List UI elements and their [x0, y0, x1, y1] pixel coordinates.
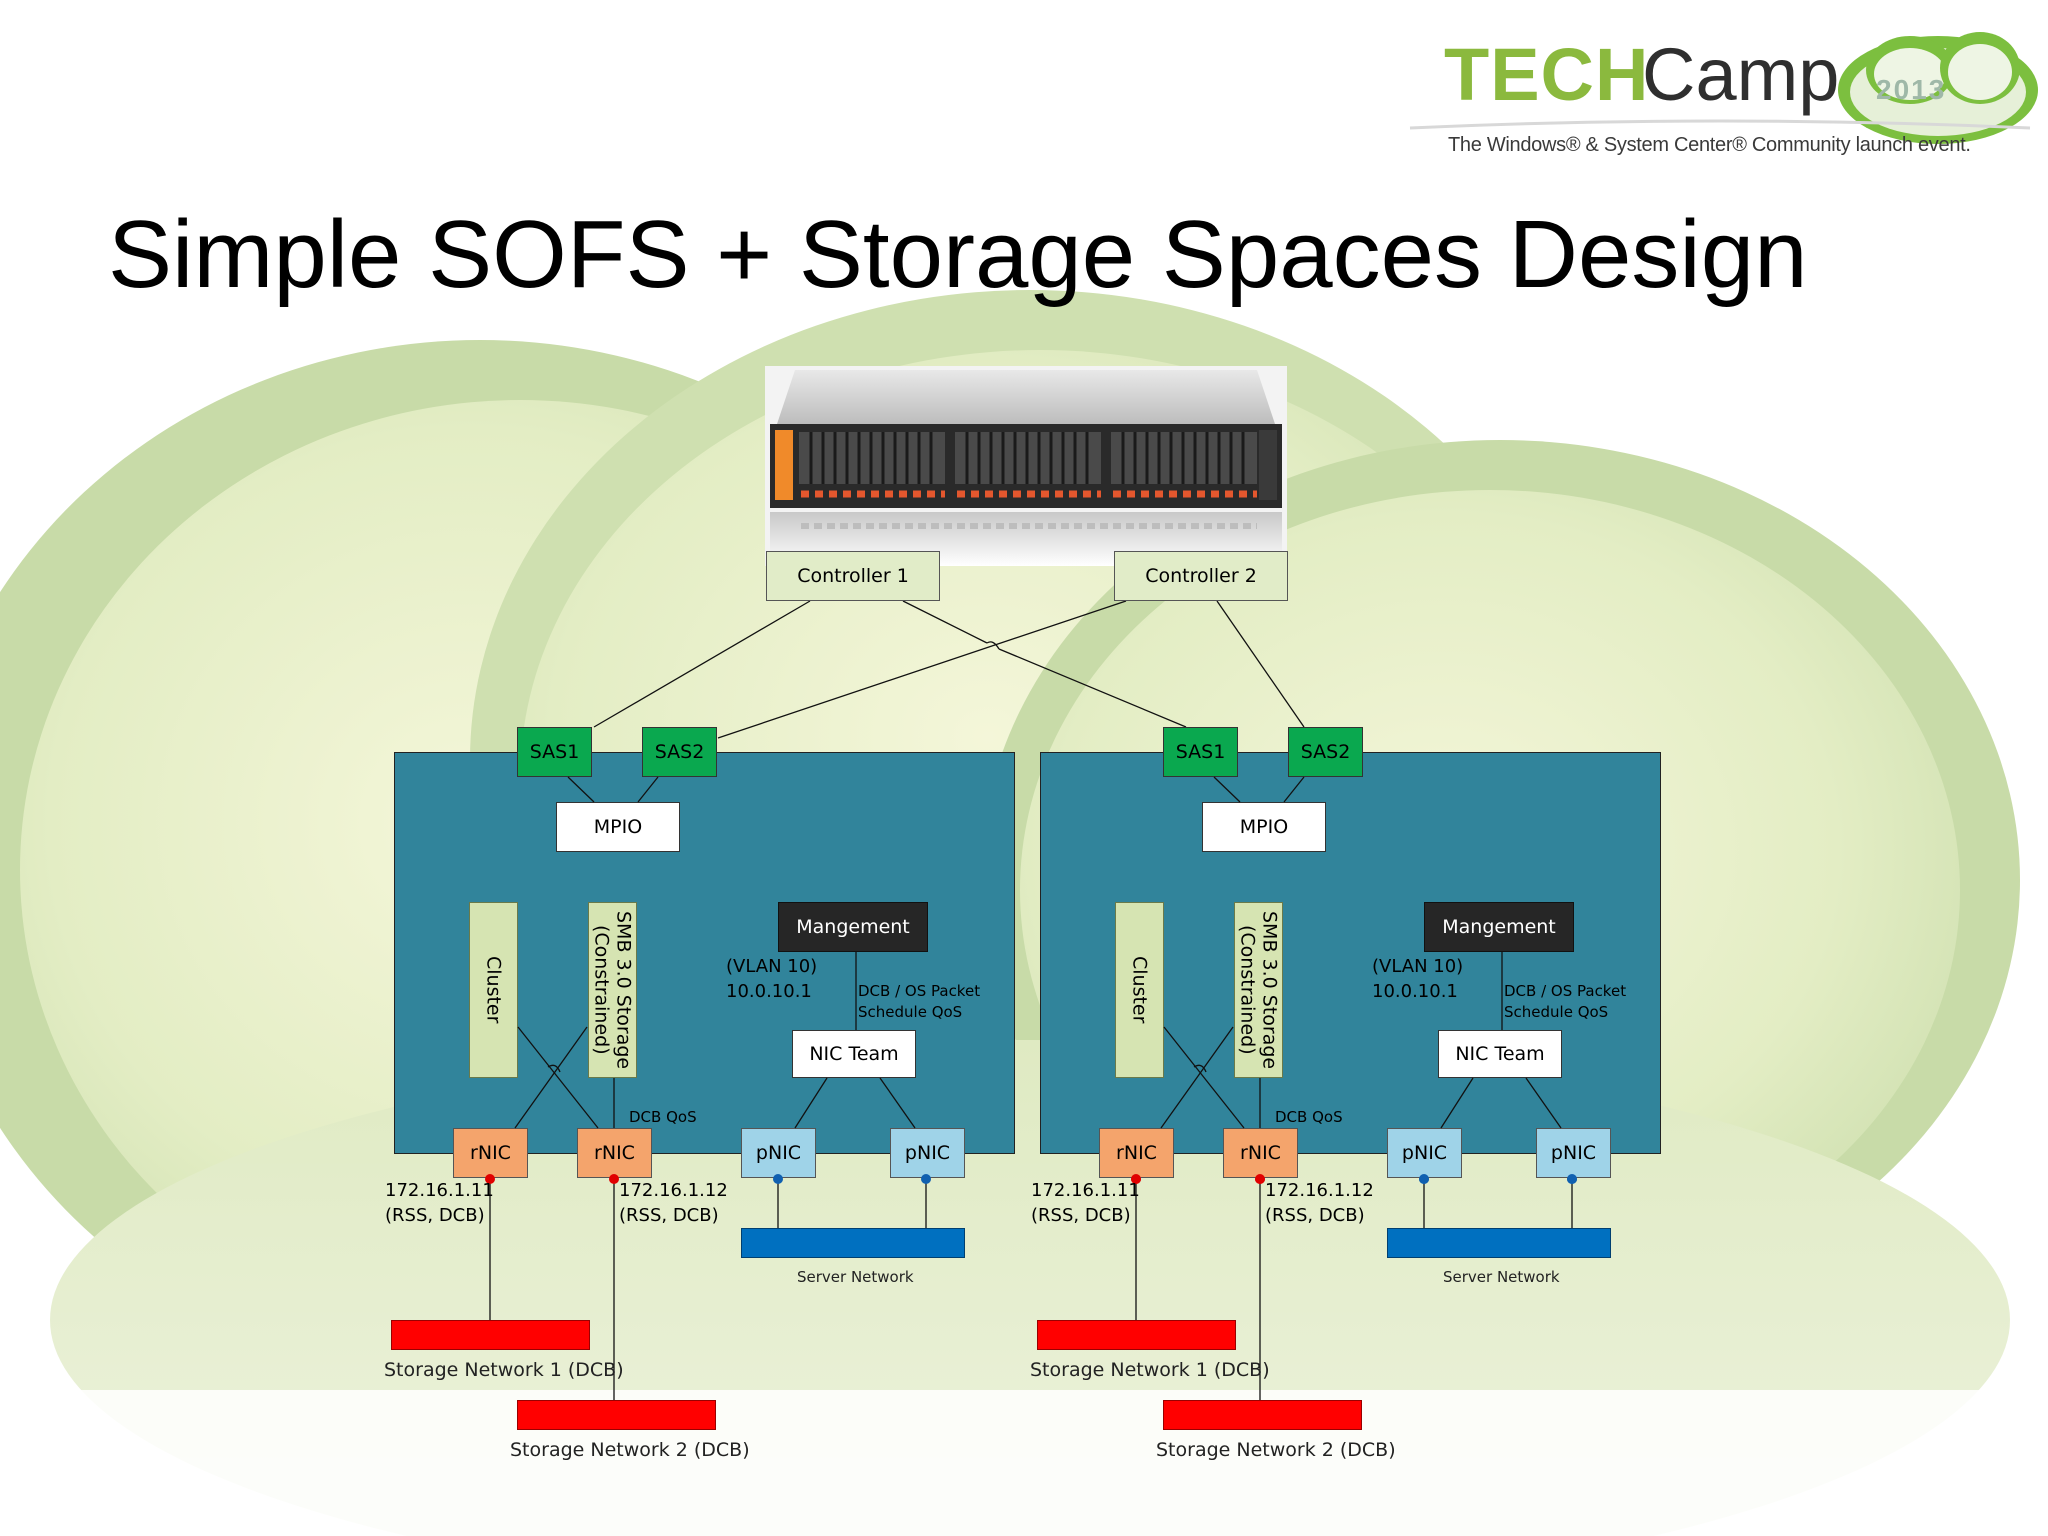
logo-year: 2013	[1876, 74, 1947, 105]
host-1-smb-storage: SMB 3.0 Storage (Constrained)	[588, 902, 637, 1078]
host-1-mpio: MPIO	[556, 802, 680, 852]
host-1-server-network-label: Server Network	[797, 1268, 914, 1286]
host-2-cluster: Cluster	[1115, 902, 1164, 1078]
host-1-rnic-2: rNIC	[577, 1128, 652, 1178]
host-1-management: Mangement	[778, 902, 928, 952]
host-1-storage-network-2-bar	[517, 1400, 716, 1430]
host-1-dcb-os-qos: DCB / OS Packet Schedule QoS	[858, 982, 981, 1021]
host-1-nic-team: NIC Team	[792, 1030, 916, 1078]
controller-1: Controller 1	[766, 551, 940, 601]
host-2-rnic-1-address: 172.16.1.11 (RSS, DCB)	[1031, 1180, 1140, 1226]
host-2-sas1: SAS1	[1163, 727, 1238, 777]
host-1-dcb-qos: DCB QoS	[629, 1108, 697, 1126]
host-2-storage-network-1-label: Storage Network 1 (DCB)	[1030, 1359, 1270, 1381]
host-2-pnic-1: pNIC	[1387, 1128, 1462, 1178]
host-1-cluster: Cluster	[469, 902, 518, 1078]
controller-2: Controller 2	[1114, 551, 1288, 601]
host-2-nic-team: NIC Team	[1438, 1030, 1562, 1078]
host-2-mgmt-vlan: (VLAN 10) 10.0.10.1	[1372, 956, 1464, 1002]
host-1-pnic-1: pNIC	[741, 1128, 816, 1178]
host-2-dcb-qos: DCB QoS	[1275, 1108, 1343, 1126]
logo-tagline: The Windows® & System Center® Community …	[1448, 134, 1971, 156]
host-2-dcb-os-qos: DCB / OS Packet Schedule QoS	[1504, 982, 1627, 1021]
host-1-rnic-2-address: 172.16.1.12 (RSS, DCB)	[619, 1180, 728, 1226]
host-2-server-network-bar	[1387, 1228, 1611, 1258]
logo-cloud-icon	[1409, 32, 2038, 144]
host-1-sas2: SAS2	[642, 727, 717, 777]
host-2-sas2: SAS2	[1288, 727, 1363, 777]
host-1-rnic-1: rNIC	[453, 1128, 528, 1178]
host-2-rnic-2-address: 172.16.1.12 (RSS, DCB)	[1265, 1180, 1374, 1226]
host-2-storage-network-2-label: Storage Network 2 (DCB)	[1156, 1439, 1396, 1461]
host-2-management: Mangement	[1424, 902, 1574, 952]
host-2-storage-network-1-bar	[1037, 1320, 1236, 1350]
logo-camp-text: Camp	[1642, 33, 1840, 116]
host-1-server-network-bar	[741, 1228, 965, 1258]
host-1-storage-network-1-bar	[391, 1320, 590, 1350]
host-1-storage-network-2-label: Storage Network 2 (DCB)	[510, 1439, 750, 1461]
host-2-smb-storage: SMB 3.0 Storage (Constrained)	[1234, 902, 1283, 1078]
host-2-rnic-2: rNIC	[1223, 1128, 1298, 1178]
host-1-rnic-1-address: 172.16.1.11 (RSS, DCB)	[385, 1180, 494, 1226]
host-1-storage-network-1-label: Storage Network 1 (DCB)	[384, 1359, 624, 1381]
host-2-storage-network-2-bar	[1163, 1400, 1362, 1430]
host-1-sas1: SAS1	[517, 727, 592, 777]
slide-title: Simple SOFS + Storage Spaces Design	[108, 201, 1808, 308]
host-1-mgmt-vlan: (VLAN 10) 10.0.10.1	[726, 956, 818, 1002]
host-2-rnic-1: rNIC	[1099, 1128, 1174, 1178]
host-2-pnic-2: pNIC	[1536, 1128, 1611, 1178]
host-2-server-network-label: Server Network	[1443, 1268, 1560, 1286]
host-2-mpio: MPIO	[1202, 802, 1326, 852]
techcamp-logo: TECH Camp 2013 The Windows® & System Cen…	[1390, 10, 2040, 170]
host-1-pnic-2: pNIC	[890, 1128, 965, 1178]
logo-tech-text: TECH	[1444, 33, 1650, 116]
storage-enclosure-image	[765, 366, 1287, 566]
